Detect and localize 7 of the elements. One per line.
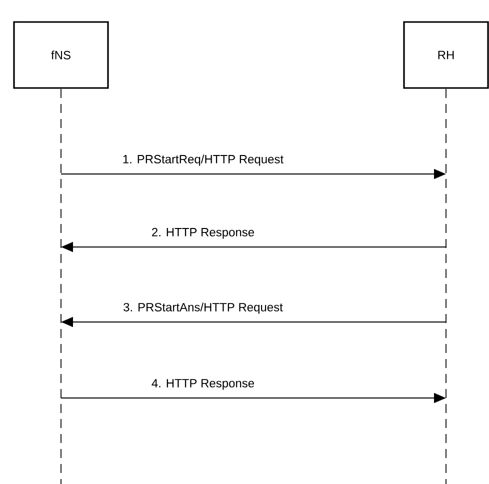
participant-box: fNS <box>13 21 109 89</box>
edge-label: 4. HTTP Response <box>152 379 254 390</box>
lifeline <box>60 88 62 484</box>
edge-label: 1. PRStartReq/HTTP Request <box>123 154 284 166</box>
edge-label: 3. PRStartAns/HTTP Request <box>124 302 283 314</box>
participant-box: RH <box>403 21 489 89</box>
edge-label: 2. HTTP Response <box>152 228 254 239</box>
